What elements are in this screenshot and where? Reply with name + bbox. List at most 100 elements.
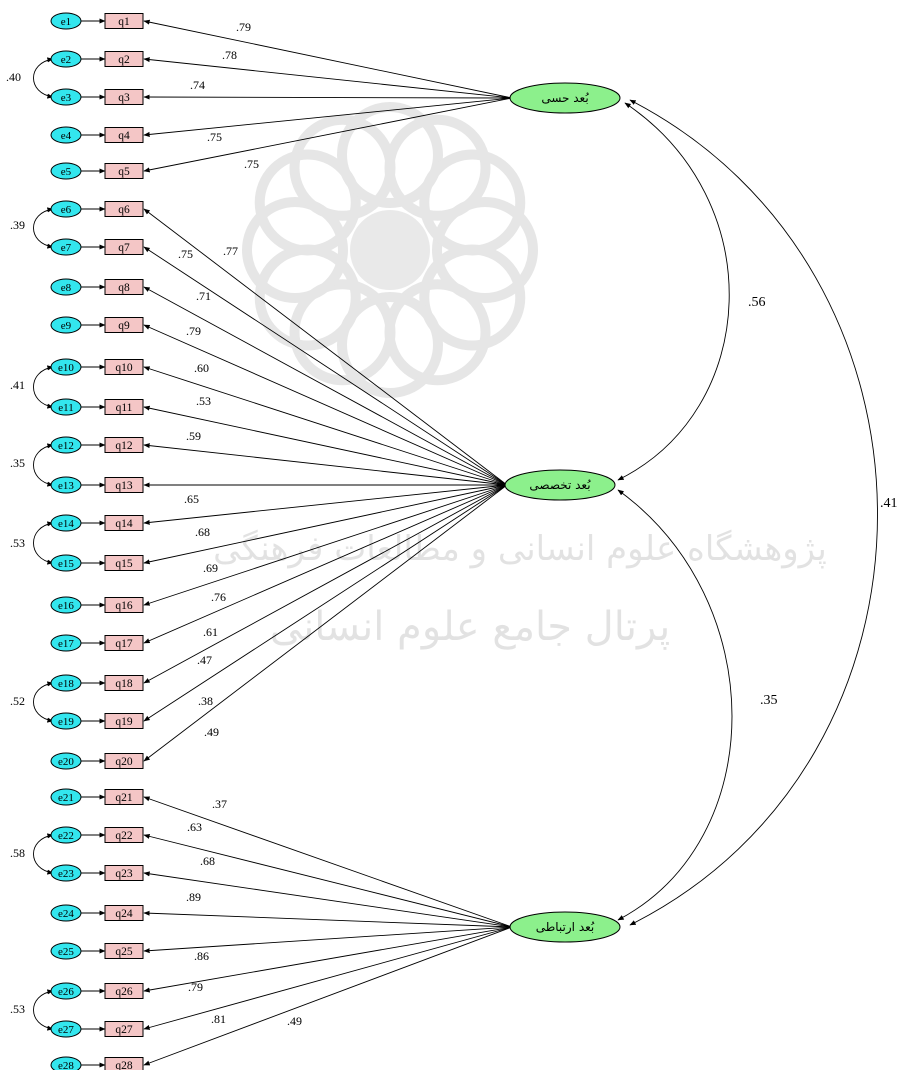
error-term-e25: e25 [50, 942, 106, 960]
error-covariance-e2-e3 [33, 57, 54, 99]
indicator-q19: q19 [104, 713, 144, 729]
loading-label: .68 [195, 525, 210, 539]
indicator-q24: q24 [104, 905, 144, 921]
loading-label: .79 [186, 324, 201, 338]
error-label: e9 [61, 320, 72, 332]
loading-path-q7 [143, 246, 508, 486]
error-label: e3 [61, 92, 72, 104]
indicator-q20: q20 [104, 753, 144, 769]
loading-path-q23 [143, 871, 513, 928]
loading-path-q14 [143, 484, 508, 525]
loading-path-q12 [143, 443, 508, 486]
indicator-box [104, 239, 144, 255]
indicator-box [104, 713, 144, 729]
latent-label: بُعد تخصصی [529, 478, 591, 492]
loading-label: .79 [188, 980, 203, 994]
indicator-box [104, 279, 144, 295]
indicator-q1: q1 [104, 13, 144, 29]
indicator-label: q20 [115, 756, 133, 768]
loading-path-q4 [143, 97, 513, 137]
indicator-q15: q15 [104, 555, 144, 571]
watermark-emblem: پژوهشگاه علوم انسانی و مطالعات فرهنگیپرت… [213, 102, 827, 650]
error-covariance-e14-e15 [33, 521, 54, 565]
latent-label: بُعد حسی [541, 91, 589, 105]
error-covariance-label: .53 [10, 536, 25, 550]
indicator-label: q12 [115, 440, 133, 452]
error-term-e15: e15 [50, 554, 106, 572]
loading-label: .71 [196, 289, 211, 303]
indicator-q21: q21 [104, 789, 144, 805]
error-label: e2 [61, 54, 71, 66]
error-term-e12: e12 [50, 436, 106, 454]
error-covariance-e12-e13 [33, 443, 54, 487]
svg-text:پرتال جامع علوم انسانی: پرتال جامع علوم انسانی [270, 604, 671, 650]
latent-ellipse [509, 911, 621, 943]
indicator-label: q1 [118, 16, 130, 28]
latent-label: بُعد ارتباطی [536, 920, 595, 935]
indicator-label: q5 [118, 166, 130, 178]
error-covariance-e22-e23 [33, 833, 54, 875]
error-term-e13: e13 [50, 476, 106, 494]
factor-correlation-label: .41 [880, 496, 898, 511]
loading-label: .81 [211, 1012, 226, 1026]
error-covariance-e6-e7 [33, 207, 54, 249]
error-term-e22: e22 [50, 826, 106, 844]
indicator-box [104, 317, 144, 333]
indicator-label: q3 [118, 92, 130, 104]
indicator-q28: q28 [104, 1057, 144, 1070]
loading-path-q8 [143, 286, 508, 486]
error-term-e27: e27 [50, 1020, 106, 1038]
error-term-e23: e23 [50, 864, 106, 882]
factor-correlation-label: .56 [748, 295, 766, 310]
indicator-label: q25 [115, 946, 133, 958]
indicator-label: q17 [115, 638, 133, 650]
error-covariance-label: .39 [10, 218, 25, 232]
indicator-q12: q12 [104, 437, 144, 453]
loading-label: .65 [184, 492, 199, 506]
error-covariance-label: .53 [10, 1002, 25, 1016]
error-term-e1: e1 [50, 12, 106, 30]
error-label: e23 [58, 868, 74, 880]
indicator-box [104, 163, 144, 179]
error-label: e22 [58, 830, 74, 842]
indicator-label: q2 [118, 54, 130, 66]
loading-path-q9 [143, 324, 508, 486]
error-covariance-label: .52 [10, 694, 25, 708]
indicator-box [104, 359, 144, 375]
loading-label: .75 [178, 247, 193, 261]
indicator-box [104, 477, 144, 493]
error-term-e8: e8 [50, 278, 106, 296]
loading-path-q16 [143, 484, 508, 606]
error-covariance-e26-e27 [33, 989, 54, 1031]
error-term-e16: e16 [50, 596, 106, 614]
error-term-e5: e5 [50, 162, 106, 180]
error-label: e19 [58, 716, 74, 728]
loading-label: .63 [187, 820, 202, 834]
loading-path-q22 [143, 833, 513, 928]
indicator-label: q28 [115, 1060, 133, 1070]
error-term-e3: e3 [50, 88, 106, 106]
indicator-q6: q6 [104, 201, 144, 217]
loading-path-q18 [143, 484, 508, 684]
error-label: e21 [58, 792, 74, 804]
indicator-box [104, 983, 144, 999]
loading-label: .86 [194, 949, 209, 963]
indicator-box [104, 1057, 144, 1070]
loading-label: .61 [203, 625, 218, 639]
indicator-q18: q18 [104, 675, 144, 691]
loading-label: .74 [190, 78, 205, 92]
latent-ellipse [504, 469, 616, 501]
loading-path-q21 [143, 796, 513, 928]
indicator-label: q4 [118, 130, 130, 142]
loading-label: .79 [236, 20, 251, 34]
error-covariances [33, 57, 54, 1031]
indicator-q17: q17 [104, 635, 144, 651]
indicator-label: q26 [115, 986, 133, 998]
indicator-label: q7 [118, 242, 130, 254]
error-term-e10: e10 [50, 358, 106, 376]
indicator-box [104, 89, 144, 105]
latent-L2: بُعد تخصصی [504, 469, 616, 501]
latent-L1: بُعد حسی [509, 82, 621, 114]
indicator-label: q23 [115, 868, 133, 880]
loading-path-q19 [143, 484, 508, 722]
